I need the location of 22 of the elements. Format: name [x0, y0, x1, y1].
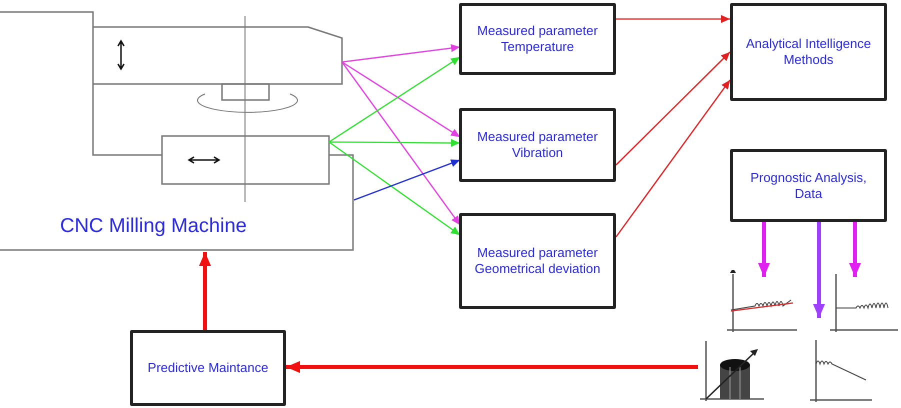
arrow	[849, 222, 861, 277]
arrow	[813, 222, 825, 318]
process-box: Analytical Intelligence Methods	[730, 3, 887, 101]
machine-label: CNC Milling Machine	[60, 215, 247, 238]
arrow	[341, 62, 461, 226]
arrow	[616, 15, 730, 23]
process-box: Measured parameter Temperature	[459, 3, 616, 75]
process-box: Measured parameter Geometrical deviation	[459, 213, 616, 309]
arrow	[199, 252, 211, 330]
arrow	[286, 361, 698, 373]
process-box: Prognostic Analysis, Data	[730, 149, 887, 222]
arrow	[615, 80, 731, 238]
arrow	[328, 56, 460, 143]
process-box: Measured parameter Vibration	[459, 108, 616, 182]
process-box: Predictive Maintance	[130, 330, 286, 406]
arrow	[329, 138, 460, 147]
arrow	[354, 159, 460, 201]
arrow	[328, 141, 460, 236]
arrow	[758, 222, 770, 277]
arrow	[616, 52, 730, 166]
arrow	[342, 61, 460, 138]
arrow	[342, 44, 460, 63]
